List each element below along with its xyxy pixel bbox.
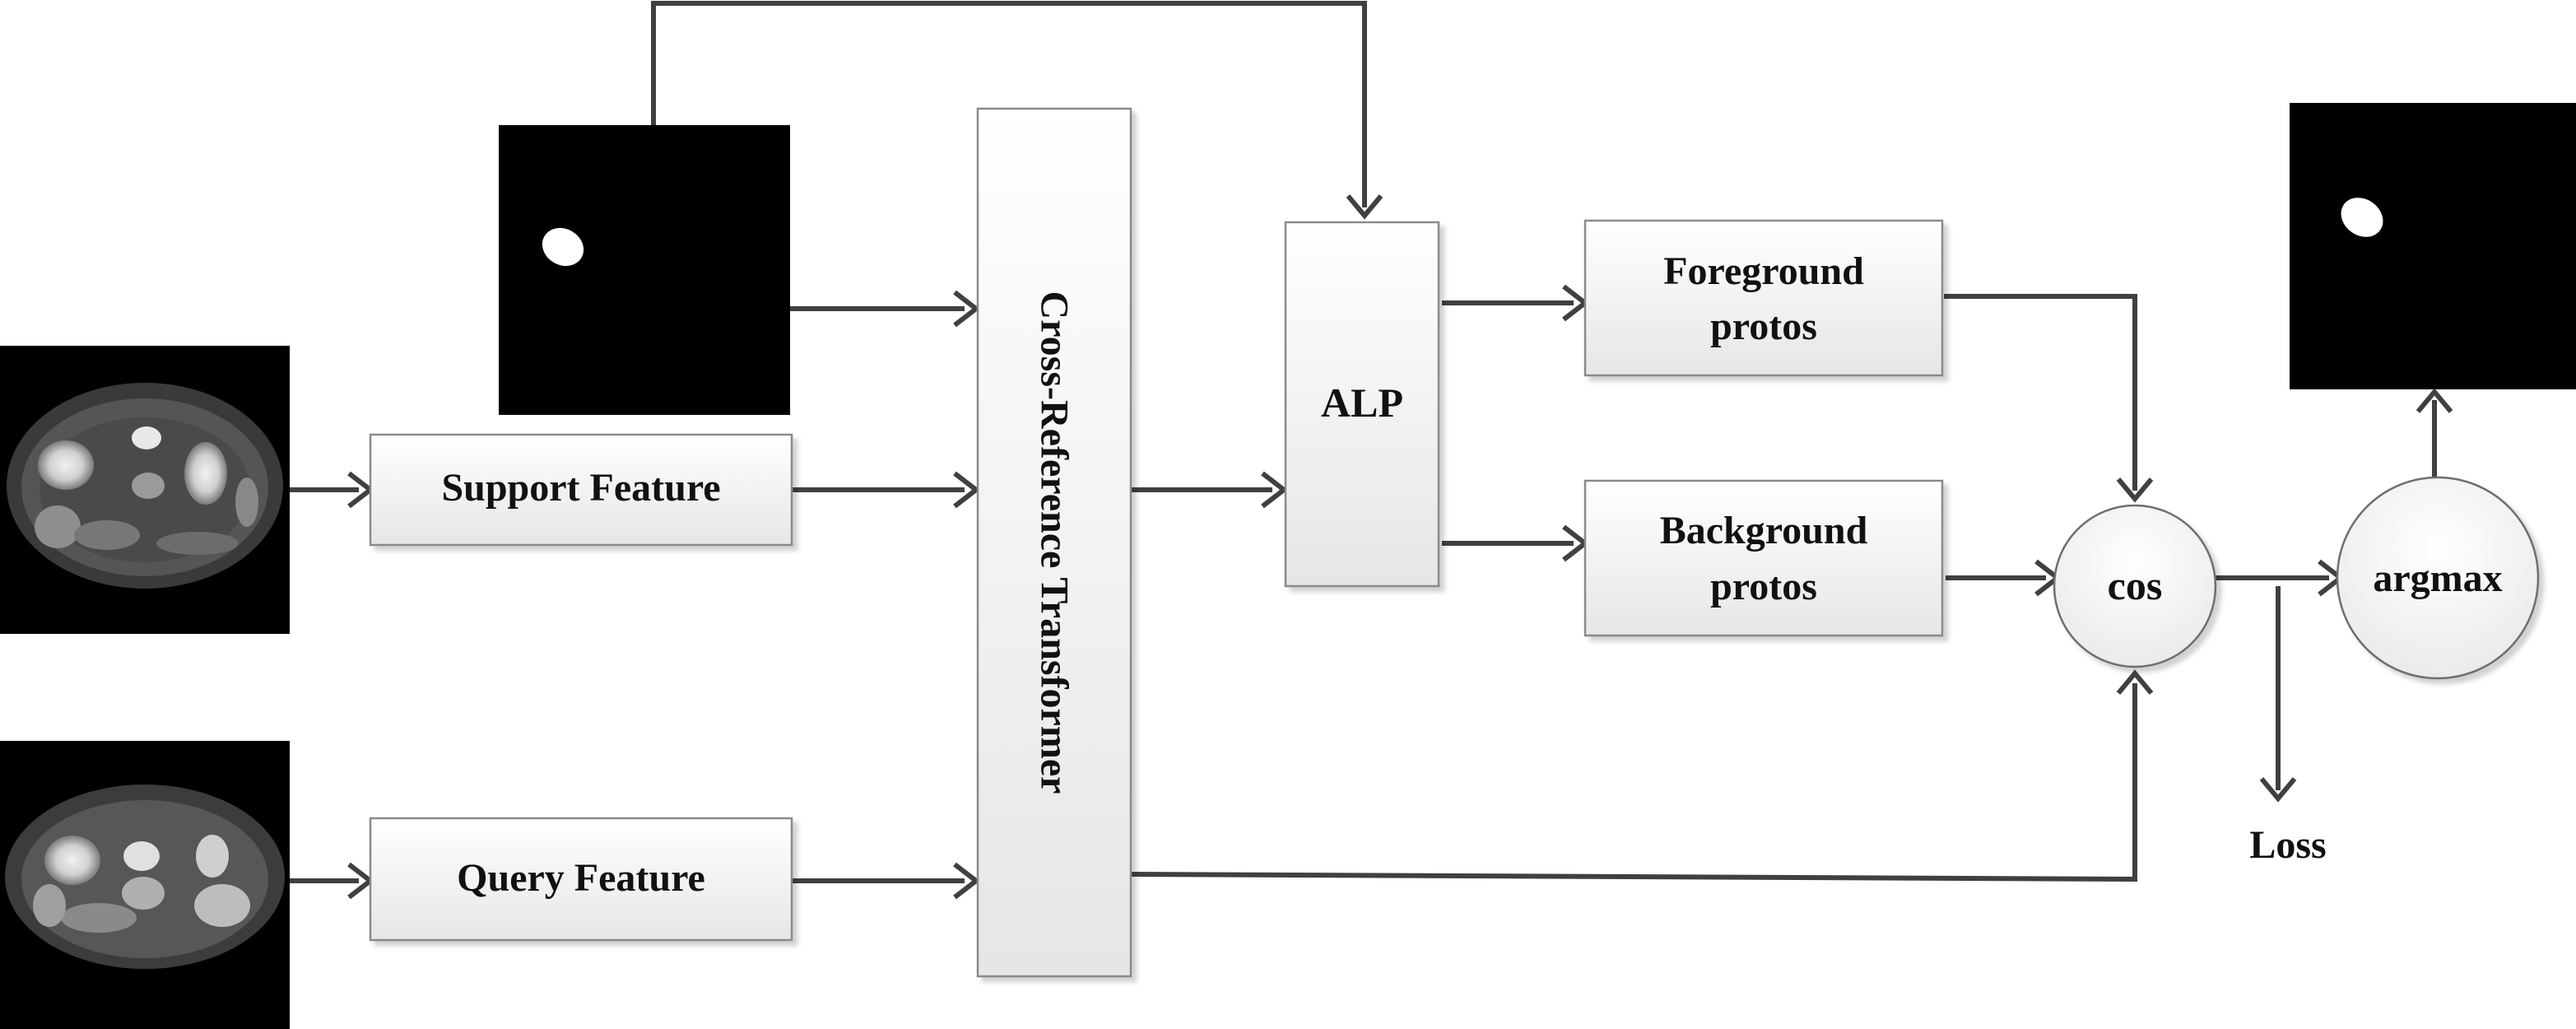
predicted-mask-image [2290, 103, 2576, 389]
arrowhead [2416, 388, 2453, 413]
loss-label: Loss [2249, 823, 2326, 867]
alp-label: ALP [1321, 379, 1403, 426]
query-feature-box [369, 817, 793, 942]
arrowhead [2116, 477, 2154, 503]
wire-foreground-to-cos [1944, 294, 2137, 491]
foreground-label-line1: Foreground [1663, 249, 1864, 293]
background-protos-box [1583, 479, 1944, 637]
wire-transformer-to-cos [1130, 683, 2137, 882]
transformer-label: Cross-Reference Transformer [1033, 291, 1076, 794]
alp-box [1284, 221, 1440, 588]
arrowhead [953, 290, 980, 328]
arrowhead [1346, 194, 1383, 220]
wire-mask-to-alp [651, 1, 1367, 207]
foreground-label-line2: protos [1710, 305, 1817, 348]
support-mask-image [499, 125, 790, 415]
support-feature-label: Support Feature [441, 466, 720, 510]
arrowhead [1261, 471, 1288, 509]
foreground-protos-box [1583, 219, 1944, 377]
arrowhead [2116, 669, 2154, 695]
query-mri-image [0, 741, 290, 1029]
background-label-line1: Background [1660, 509, 1868, 552]
arrowhead [953, 862, 980, 900]
arrowhead [953, 471, 980, 509]
argmax-node [2336, 476, 2540, 680]
transformer-box [976, 107, 1132, 978]
arrowhead [2259, 777, 2297, 803]
support-mri-image [0, 346, 290, 634]
argmax-label: argmax [2373, 556, 2502, 600]
connectors [290, 1, 2453, 900]
query-feature-label: Query Feature [457, 856, 705, 900]
cos-label: cos [2108, 562, 2163, 608]
cos-node [2053, 504, 2217, 668]
support-feature-box [369, 433, 793, 547]
background-label-line2: protos [1710, 565, 1817, 608]
